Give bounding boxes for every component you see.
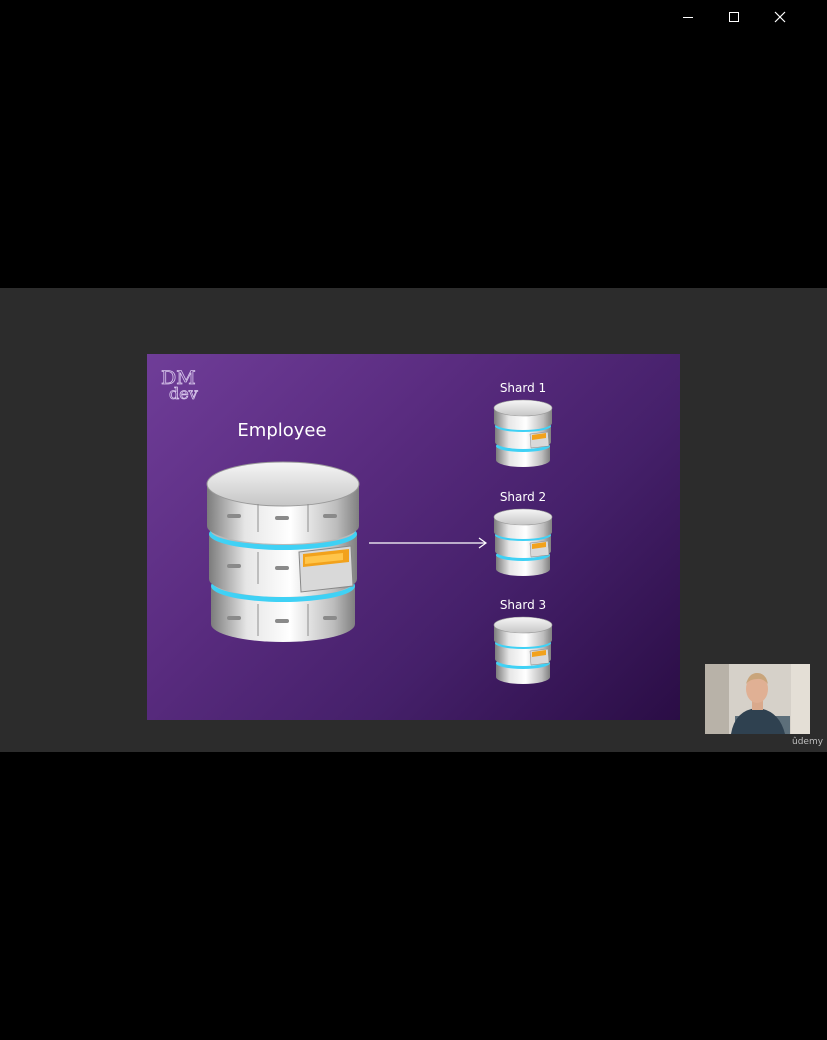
shard-1-label: Shard 1 bbox=[499, 381, 547, 395]
employee-database-icon bbox=[206, 461, 360, 642]
shard-2-label: Shard 2 bbox=[499, 490, 547, 504]
close-icon bbox=[774, 11, 786, 23]
svg-text:dev: dev bbox=[169, 384, 198, 402]
arrow-icon bbox=[369, 537, 488, 549]
presenter-webcam bbox=[705, 664, 810, 734]
shard-2-database-icon bbox=[493, 508, 553, 576]
svg-text:DM: DM bbox=[161, 367, 196, 389]
minimize-button[interactable] bbox=[665, 0, 711, 34]
minimize-icon bbox=[683, 17, 693, 18]
maximize-button[interactable] bbox=[711, 0, 757, 34]
shard-3-label: Shard 3 bbox=[499, 598, 547, 612]
lecture-slide: DM dev Employee bbox=[147, 354, 680, 720]
close-button[interactable] bbox=[757, 0, 803, 34]
shard-1-database-icon bbox=[493, 399, 553, 467]
employee-table-label: Employee bbox=[237, 420, 327, 441]
presenter-video-icon bbox=[705, 664, 810, 734]
udemy-watermark: ûdemy bbox=[792, 737, 824, 747]
window-controls bbox=[677, 0, 827, 34]
maximize-icon bbox=[729, 12, 739, 22]
shard-3-database-icon bbox=[493, 616, 553, 684]
dmdev-logo: DM dev bbox=[161, 367, 199, 402]
